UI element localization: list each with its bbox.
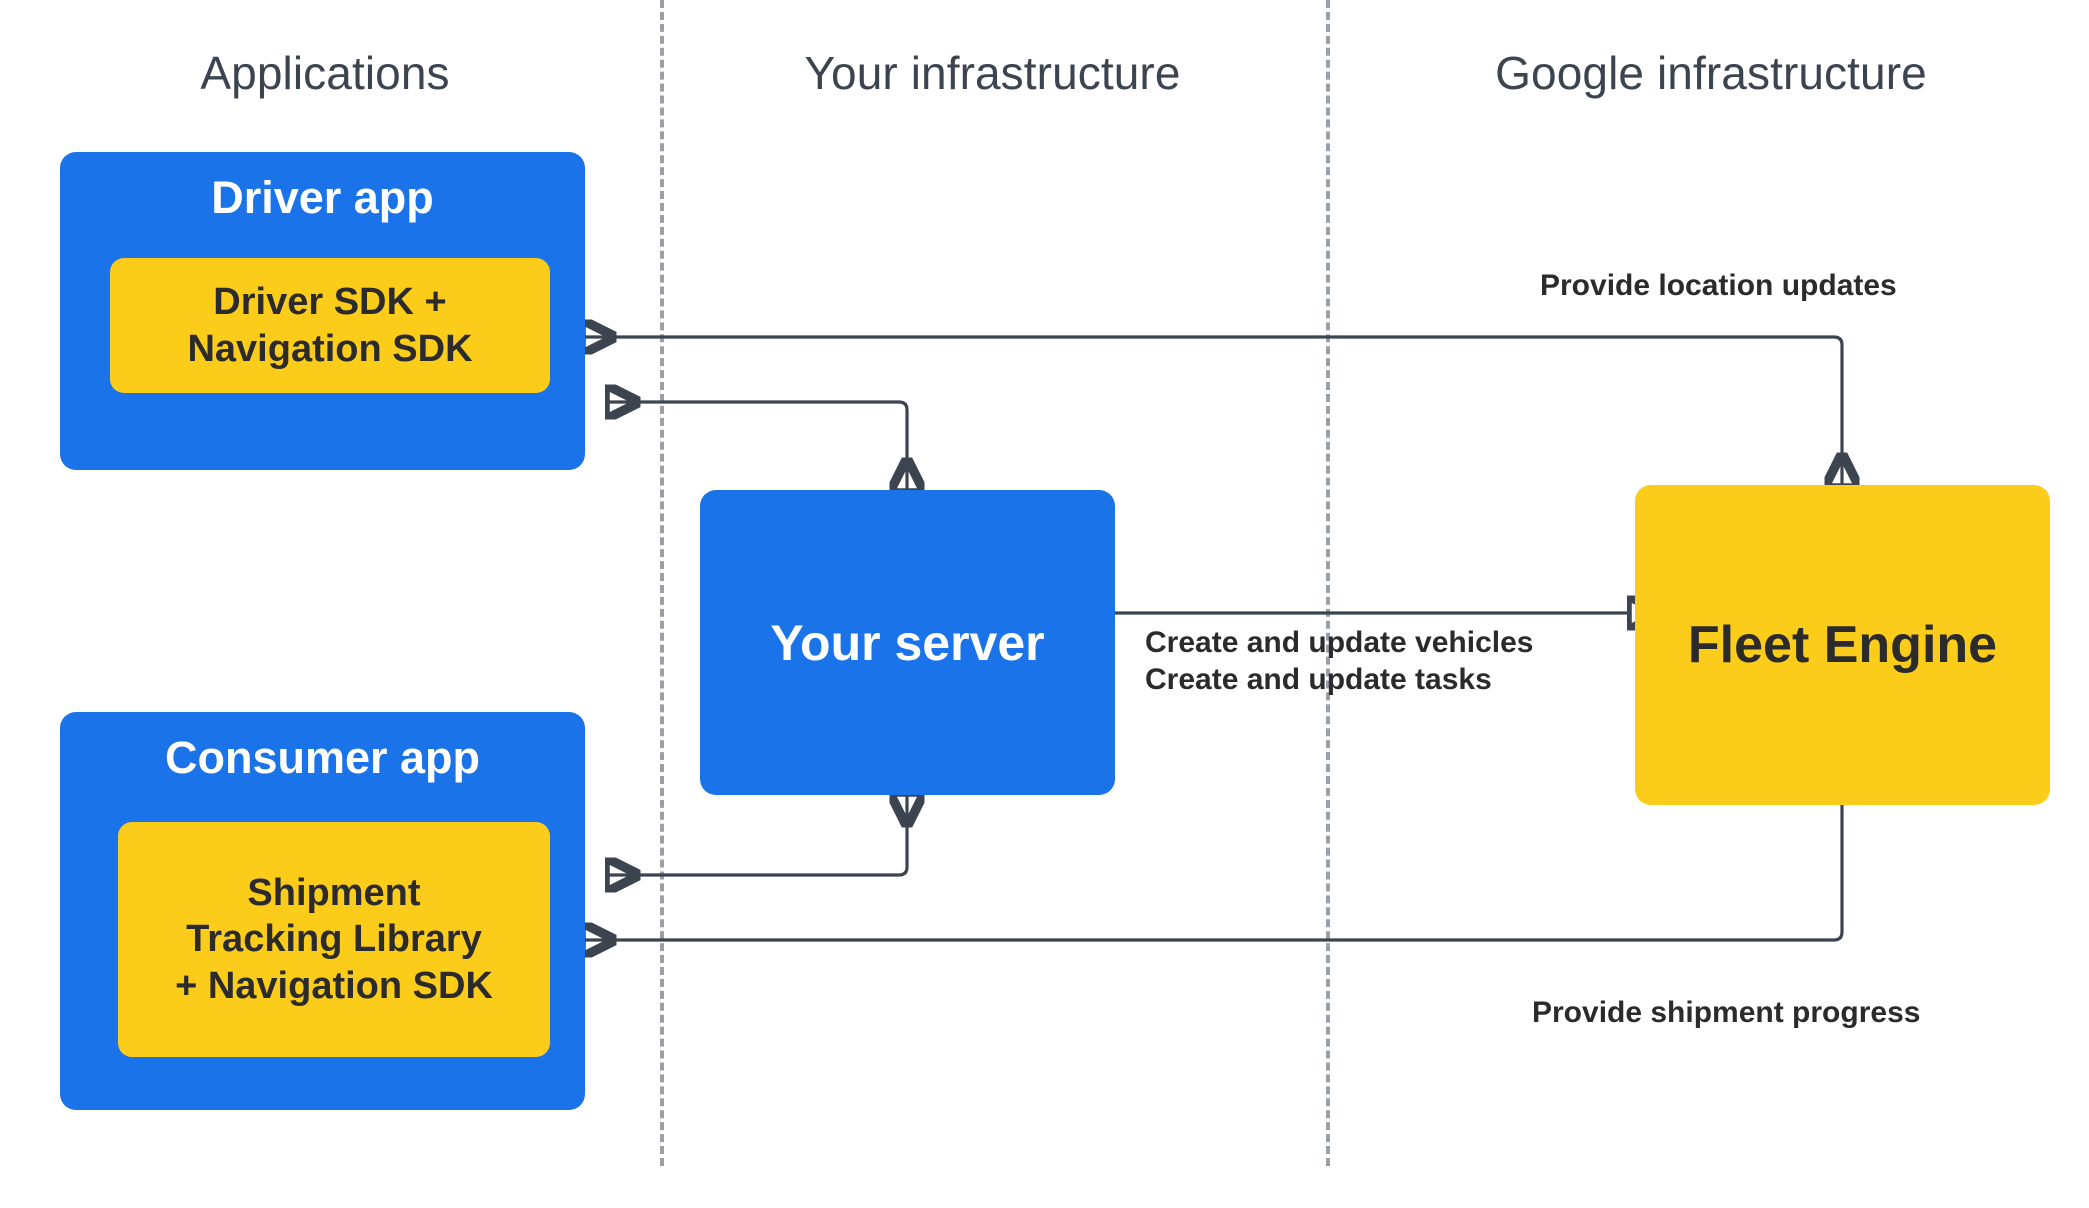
column-divider-right bbox=[1326, 0, 1330, 1166]
edge-label-create-and-update-tasks: Create and update tasks bbox=[1145, 662, 1492, 696]
edge-consumer-app-server bbox=[608, 795, 907, 875]
node-driver-sdk-label: Driver SDK + Navigation SDK bbox=[187, 281, 473, 370]
node-consumer-app-title: Consumer app bbox=[164, 732, 481, 783]
column-header-google-infrastructure: Google infrastructure bbox=[1495, 47, 1927, 99]
edge-provide-shipment-progress bbox=[584, 805, 1844, 940]
column-header-your-infrastructure: Your infrastructure bbox=[804, 47, 1181, 99]
column-divider-left bbox=[660, 0, 664, 1166]
edge-label-provide-shipment-progress: Provide shipment progress bbox=[1532, 996, 1921, 1029]
node-shipment-tracking-library[interactable]: Shipment Tracking Library + Navigation S… bbox=[118, 822, 550, 1057]
node-driver-sdk[interactable]: Driver SDK + Navigation SDK bbox=[110, 258, 550, 393]
edge-label-create-and-update: Create and update vehicles Create and up… bbox=[1145, 625, 1533, 698]
node-shipment-tracking-library-label: Shipment Tracking Library + Navigation S… bbox=[175, 871, 493, 1007]
column-header-applications: Applications bbox=[200, 47, 450, 99]
edge-server-driver-app bbox=[608, 402, 907, 490]
node-fleet-engine-title: Fleet Engine bbox=[1687, 616, 1998, 674]
node-your-server[interactable]: Your server bbox=[700, 490, 1115, 795]
edge-provide-location-updates bbox=[584, 337, 1842, 485]
node-your-server-title: Your server bbox=[770, 614, 1045, 671]
node-driver-app-title: Driver app bbox=[211, 172, 434, 223]
edge-label-provide-location-updates: Provide location updates bbox=[1540, 269, 1897, 302]
node-fleet-engine[interactable]: Fleet Engine bbox=[1635, 485, 2050, 805]
edge-label-create-and-update-vehicles: Create and update vehicles bbox=[1145, 626, 1534, 659]
